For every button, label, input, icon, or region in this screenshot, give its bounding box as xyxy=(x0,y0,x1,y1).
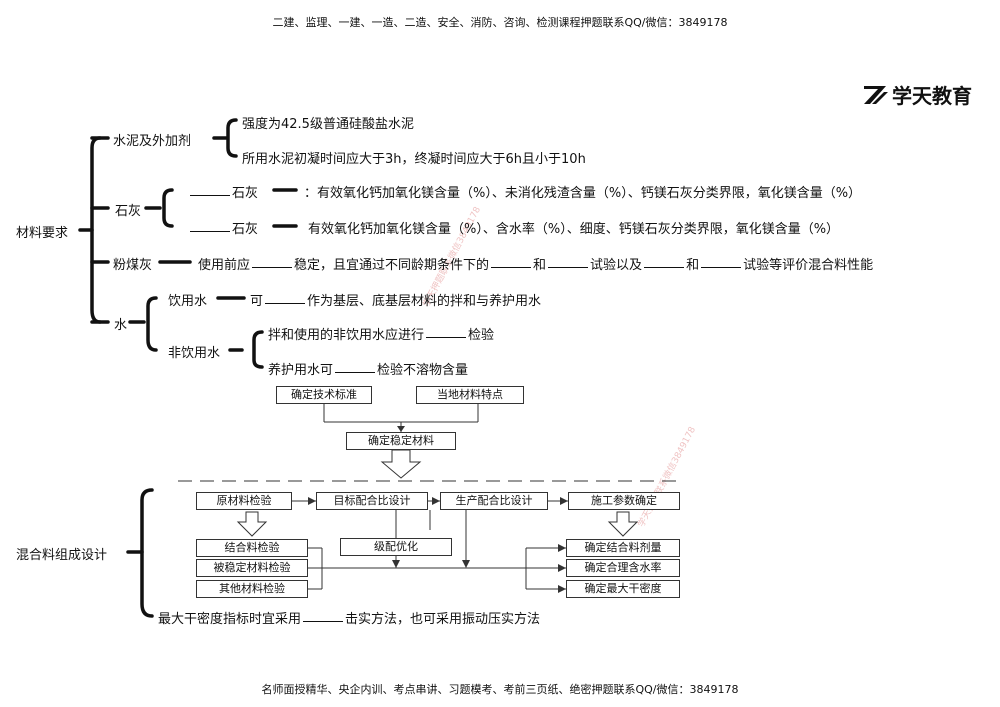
fill-blank xyxy=(701,266,742,268)
root-material-req: 材料要求 xyxy=(16,226,69,241)
box-other-test: 其他材料检验 xyxy=(196,580,308,598)
node-drinking-water: 饮用水 xyxy=(168,294,208,309)
node-nondrinking-water: 非饮用水 xyxy=(168,346,221,361)
fill-blank xyxy=(426,336,467,338)
zt-logo-icon xyxy=(864,85,888,104)
header-text: 二建、监理、一建、一造、二造、安全、消防、咨询、检测课程押题联系QQ/微信：38… xyxy=(272,16,728,29)
nondrink-row-1: 拌和使用的非饮用水应进行检验 xyxy=(268,328,495,343)
root-mix-design: 混合料组成设计 xyxy=(16,548,108,563)
fill-blank xyxy=(644,266,685,268)
flyash-text: 使用前应稳定，且宜通过不同龄期条件下的和试验以及和试验等评价混合料性能 xyxy=(198,258,874,273)
box-construction-params: 施工参数确定 xyxy=(568,492,680,510)
fill-blank xyxy=(190,194,230,196)
box-water-content: 确定合理含水率 xyxy=(566,559,680,577)
box-tech-std: 确定技术标准 xyxy=(276,386,372,404)
box-stable-material: 确定稳定材料 xyxy=(346,432,456,450)
box-raw-material-test: 原材料检验 xyxy=(196,492,292,510)
brand-logo: 学天教育 xyxy=(862,80,972,109)
box-grading-optimization: 级配优化 xyxy=(340,538,452,556)
cement-item-1: 强度为42.5级普通硅酸盐水泥 xyxy=(242,117,414,132)
box-production-mix: 生产配合比设计 xyxy=(440,492,548,510)
box-local-material: 当地材料特点 xyxy=(416,386,524,404)
nondrink-row-2: 养护用水可检验不溶物含量 xyxy=(268,363,469,378)
fill-blank xyxy=(265,302,306,304)
fill-blank xyxy=(190,230,230,232)
node-lime: 石灰 xyxy=(115,204,142,219)
lime-row-2-text: 有效氧化钙加氧化镁含量（%）、含水率（%）、细度、钙镁石灰分类界限，氧化镁含量（… xyxy=(308,222,840,237)
footer-text: 名师面授精华、央企内训、考点串讲、习题模考、考前三页纸、绝密押题联系QQ/微信：… xyxy=(261,683,739,696)
fill-blank xyxy=(548,266,589,268)
fill-blank xyxy=(303,620,344,622)
fill-blank xyxy=(491,266,532,268)
drinking-water-text: 可作为基层、底基层材料的拌和与养护用水 xyxy=(250,294,542,309)
node-flyash: 粉煤灰 xyxy=(113,258,153,273)
lime-row-2: 石灰 xyxy=(188,218,258,237)
fill-blank xyxy=(335,371,376,373)
fill-blank xyxy=(252,266,293,268)
box-target-mix: 目标配合比设计 xyxy=(316,492,428,510)
box-stabilized-test: 被稳定材料检验 xyxy=(196,559,308,577)
mix-design-note: 最大干密度指标时宜采用击实方法，也可采用振动压实方法 xyxy=(158,612,541,627)
logo-text: 学天教育 xyxy=(892,84,972,108)
box-max-dry-density: 确定最大干密度 xyxy=(566,580,680,598)
node-water: 水 xyxy=(114,318,128,333)
cement-item-2: 所用水泥初凝时间应大于3h，终凝时间应大于6h且小于10h xyxy=(242,152,586,167)
node-cement: 水泥及外加剂 xyxy=(113,134,192,149)
lime-row-1: 石灰 xyxy=(188,182,258,201)
lime-row-1-text: ：有效氧化钙加氧化镁含量（%）、未消化残渣含量（%）、钙镁石灰分类界限，氧化镁含… xyxy=(304,186,862,201)
box-binder-dosage: 确定结合料剂量 xyxy=(566,539,680,557)
box-binder-test: 结合料检验 xyxy=(196,539,308,557)
